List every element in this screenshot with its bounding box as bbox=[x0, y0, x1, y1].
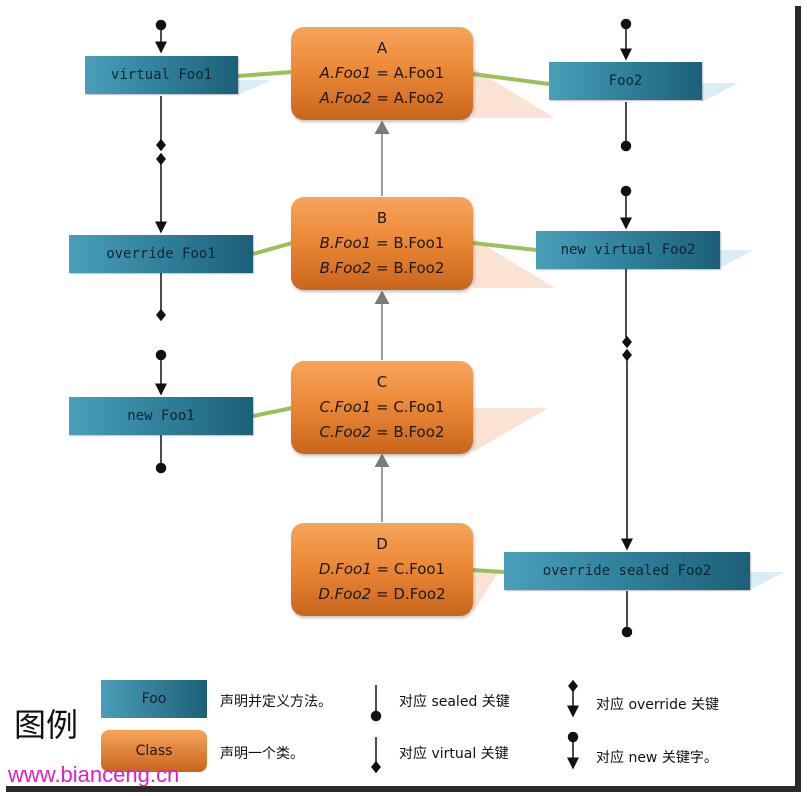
class-line-1: A.Foo1 = A.Foo1 bbox=[319, 64, 445, 82]
legend-title: 图例 bbox=[14, 706, 79, 744]
method-label: new virtual Foo2 bbox=[560, 242, 696, 258]
legend-foo-label: Foo bbox=[141, 691, 167, 707]
legend-override-desc: 对应 override 关键 bbox=[596, 697, 720, 713]
legend-class-label: Class bbox=[135, 743, 173, 759]
legend-virtual-desc: 对应 virtual 关键 bbox=[399, 746, 509, 762]
legend-new-desc: 对应 new 关键字。 bbox=[596, 750, 718, 766]
method-label: Foo2 bbox=[608, 73, 643, 89]
method-foo2: Foo2 bbox=[549, 62, 702, 100]
method-virtual-foo1: virtual Foo1 bbox=[85, 56, 238, 94]
class-b: B B.Foo1 = B.Foo1 B.Foo2 = B.Foo2 bbox=[291, 197, 473, 290]
method-override-foo1: override Foo1 bbox=[69, 235, 253, 273]
connectors bbox=[237, 70, 550, 574]
legend-class-swatch: Class bbox=[101, 730, 207, 772]
class-c: C C.Foo1 = C.Foo1 C.Foo2 = B.Foo2 bbox=[291, 361, 473, 454]
legend-foo-swatch: Foo bbox=[101, 680, 207, 718]
class-line-2: B.Foo2 = B.Foo2 bbox=[319, 259, 445, 277]
class-line-2: D.Foo2 = D.Foo2 bbox=[318, 585, 446, 603]
diagram-wires bbox=[155, 18, 784, 774]
class-name: C bbox=[376, 373, 388, 391]
class-line-1: B.Foo1 = B.Foo1 bbox=[319, 234, 445, 252]
class-line-1: D.Foo1 = C.Foo1 bbox=[318, 560, 446, 578]
class-name: D bbox=[376, 535, 388, 553]
class-line-2: A.Foo2 = A.Foo2 bbox=[319, 89, 445, 107]
legend-symbols bbox=[370, 679, 579, 774]
class-shadows bbox=[473, 68, 555, 612]
class-name: B bbox=[376, 209, 388, 227]
watermark: www.bianceng.cn bbox=[8, 762, 180, 787]
class-d: D D.Foo1 = C.Foo1 D.Foo2 = D.Foo2 bbox=[291, 523, 473, 616]
legend-sealed-desc: 对应 sealed 关键 bbox=[399, 694, 510, 710]
class-a: A A.Foo1 = A.Foo1 A.Foo2 = A.Foo2 bbox=[291, 27, 473, 120]
left-flow bbox=[155, 19, 167, 474]
method-label: virtual Foo1 bbox=[110, 67, 213, 83]
method-label: override Foo1 bbox=[106, 246, 216, 262]
method-new-virtual-foo2: new virtual Foo2 bbox=[536, 231, 720, 269]
class-line-2: C.Foo2 = B.Foo2 bbox=[319, 423, 445, 441]
legend-foo-desc: 声明并定义方法。 bbox=[220, 694, 332, 710]
method-new-foo1: new Foo1 bbox=[69, 397, 253, 435]
class-name: A bbox=[376, 39, 388, 57]
method-label: new Foo1 bbox=[127, 408, 195, 424]
method-label: override sealed Foo2 bbox=[542, 563, 712, 579]
right-flow bbox=[620, 18, 633, 638]
method-override-sealed-foo2: override sealed Foo2 bbox=[504, 552, 750, 590]
method-shadows bbox=[238, 80, 784, 590]
legend-class-desc: 声明一个类。 bbox=[220, 746, 304, 762]
class-line-1: C.Foo1 = C.Foo1 bbox=[319, 398, 445, 416]
